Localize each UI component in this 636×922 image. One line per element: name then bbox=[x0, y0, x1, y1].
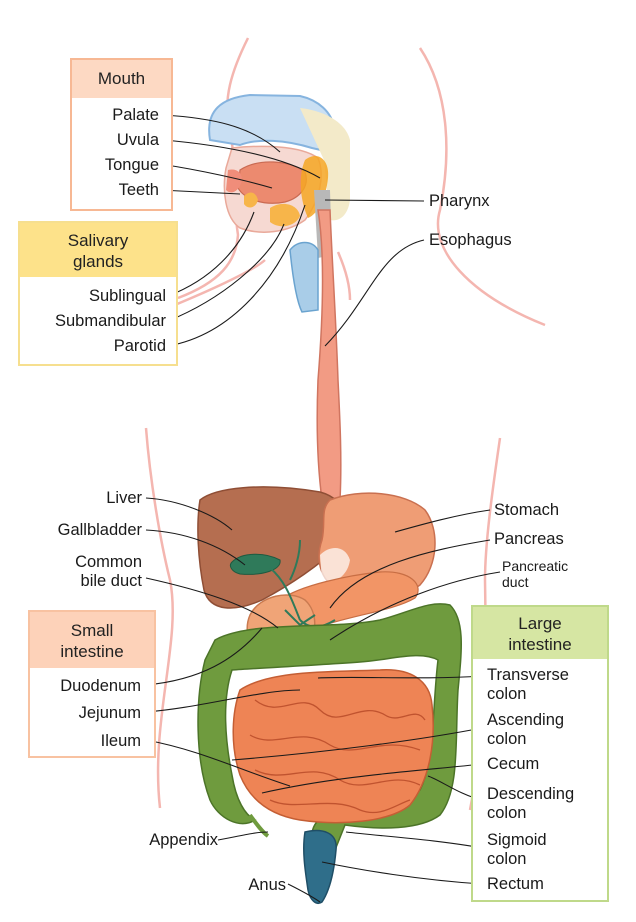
descending-colon-line1: Descending bbox=[487, 785, 575, 803]
sigmoid-colon-line1: Sigmoid bbox=[487, 831, 547, 849]
ileum-label: Ileum bbox=[100, 732, 141, 750]
large-intestine-title-line2: intestine bbox=[508, 635, 572, 654]
salivary-title-line1: Salivary bbox=[67, 231, 129, 250]
large-intestine-box: Large intestine bbox=[471, 605, 609, 902]
submandibular-label: Submandibular bbox=[55, 312, 166, 330]
small-intestine-folds bbox=[249, 699, 426, 814]
small-intestine-box: Small intestine bbox=[28, 610, 156, 758]
large-intestine-title: Large intestine bbox=[473, 607, 607, 659]
common-bile-duct-label: Common bile duct bbox=[20, 553, 142, 591]
uvula-label: Uvula bbox=[116, 131, 159, 149]
tongue-label: Tongue bbox=[104, 156, 159, 174]
pancreatic-duct-line1: Pancreatic bbox=[502, 558, 569, 574]
cecum-label: Cecum bbox=[487, 755, 540, 773]
stomach-highlight bbox=[320, 548, 350, 583]
sublingual-gland bbox=[244, 192, 258, 208]
descending-colon-line2: colon bbox=[487, 804, 527, 822]
mouth-box: Mouth bbox=[70, 58, 173, 211]
transverse-colon-label: Transverse colon bbox=[487, 666, 569, 704]
jejunum-label: Jejunum bbox=[78, 704, 141, 722]
ascending-colon-line1: Ascending bbox=[487, 711, 565, 729]
bile-ducts bbox=[269, 539, 336, 628]
ascending-colon-line2: colon bbox=[487, 730, 527, 748]
sigmoid-colon-label: Sigmoid colon bbox=[487, 831, 547, 869]
larynx bbox=[289, 241, 319, 313]
large-intestine-title-line1: Large bbox=[518, 614, 562, 633]
pharynx-label: Pharynx bbox=[429, 192, 490, 210]
gallbladder-label: Gallbladder bbox=[57, 521, 142, 539]
pancreatic-duct-line2: duct bbox=[502, 574, 529, 590]
teeth-label: Teeth bbox=[118, 181, 159, 199]
salivary-title-line2: glands bbox=[72, 252, 124, 271]
sublingual-label: Sublingual bbox=[88, 287, 166, 305]
common-bile-duct-line1: Common bbox=[75, 553, 142, 571]
descending-colon-label: Descending colon bbox=[487, 785, 574, 823]
esophagus-label: Esophagus bbox=[429, 231, 512, 249]
liver-label: Liver bbox=[106, 489, 142, 507]
small-intestine-title-line2: intestine bbox=[60, 642, 124, 661]
small-intestine-title: Small intestine bbox=[30, 612, 154, 668]
duodenum-label: Duodenum bbox=[60, 677, 141, 695]
stomach-label: Stomach bbox=[494, 501, 560, 519]
sigmoid-colon-line2: colon bbox=[487, 850, 527, 868]
pancreas-label: Pancreas bbox=[494, 530, 564, 548]
submandibular-gland bbox=[270, 203, 300, 227]
rectum-label: Rectum bbox=[487, 875, 544, 893]
palate-label: Palate bbox=[112, 106, 159, 124]
leader-lines bbox=[145, 114, 501, 903]
ascending-colon-label: Ascending colon bbox=[487, 711, 564, 749]
liver-shape bbox=[197, 486, 348, 609]
lips bbox=[226, 169, 242, 193]
small-intestine-title-line1: Small bbox=[70, 621, 114, 640]
rectum-shape bbox=[303, 829, 337, 904]
common-bile-duct-line2: bile duct bbox=[80, 572, 142, 590]
anus-label: Anus bbox=[248, 876, 286, 894]
salivary-glands-box: Salivary glands bbox=[18, 221, 178, 366]
salivary-glands-title: Salivary glands bbox=[20, 223, 176, 277]
transverse-colon-line1: Transverse bbox=[487, 666, 569, 684]
gallbladder-shape bbox=[229, 553, 281, 575]
appendix-shape bbox=[248, 813, 270, 838]
pancreatic-duct-label: Pancreatic duct bbox=[502, 558, 568, 590]
mouth-title: Mouth bbox=[72, 60, 171, 98]
parotid-label: Parotid bbox=[113, 337, 166, 355]
appendix-label: Appendix bbox=[149, 831, 218, 849]
transverse-colon-line2: colon bbox=[487, 685, 527, 703]
